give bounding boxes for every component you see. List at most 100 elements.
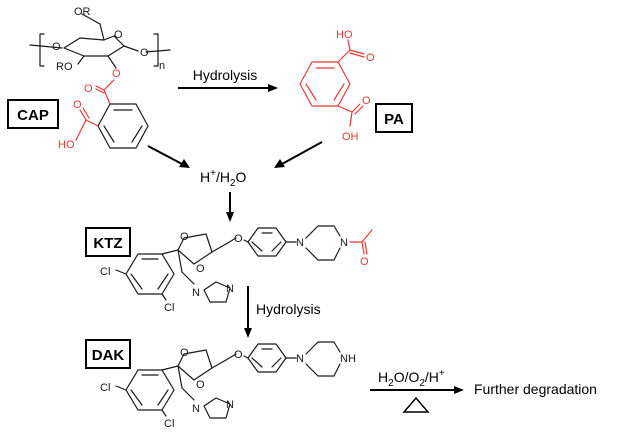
pa-hydroxyl-top: HO (336, 29, 353, 41)
ktz-ether-bond (225, 237, 237, 245)
arrow-head-final (454, 386, 464, 394)
ktz-cl2-bond (161, 293, 167, 301)
ktz-phen-double-3 (251, 241, 263, 252)
dak-chlorine-2: Cl (164, 418, 174, 430)
dak-dcp-double-2 (157, 389, 169, 406)
arrow-head-to-ktz (226, 212, 234, 222)
dak-piperazine-nh: NH (340, 353, 356, 365)
dak-box (85, 339, 131, 369)
cooh-bond (85, 119, 99, 127)
ktz-ch2-bond (211, 243, 227, 253)
dak-phen-double-2 (271, 357, 282, 368)
arrow-to-ktz (226, 192, 234, 222)
ktz-cl1-bond (115, 269, 127, 275)
heat-symbol-text: Δ (0, 0, 1, 1)
dak-ether-oxygen: O (234, 349, 243, 361)
converging-arrows (147, 141, 323, 168)
c3-bond (77, 55, 85, 65)
further-degradation-label: Further degradation (474, 381, 597, 397)
ktz-phen-double-2 (271, 241, 282, 252)
cap-structure: n O O O OR RO O O O HO (29, 6, 171, 151)
repeat-unit-n: n (159, 60, 165, 72)
dak-ch2-bond (211, 359, 227, 369)
arrow-pa-to-acid (281, 141, 323, 165)
ktz-im-ch2 (177, 249, 183, 273)
ktz-structure: Cl Cl O O O N N O N N (100, 225, 373, 314)
c6-bond (99, 23, 105, 41)
ester-oxygen: O (112, 68, 121, 80)
pa-cooh2-co (351, 103, 361, 113)
ktz-piperazine-ring (305, 225, 341, 261)
dak-imidazole-n1: N (192, 403, 200, 415)
ktz-label-box: KTZ (85, 227, 131, 257)
dak-im-ch2 (177, 365, 183, 389)
glycosidic-oxygen-right: O (140, 47, 149, 59)
ktz-dcp-double-3 (130, 273, 143, 290)
arrow-head-top (268, 84, 278, 92)
ktz-acetyl-oxygen: O (360, 256, 369, 268)
arrow-head-middle (244, 328, 252, 338)
c2-bond (107, 55, 117, 69)
cap-box (7, 99, 59, 129)
pa-oxygen-bottom: O (362, 95, 371, 107)
phthalate-link (103, 89, 111, 105)
cooh-hydroxyl: HO (58, 139, 75, 151)
chain-bond-left (29, 44, 63, 49)
dak-dcp-double-3 (130, 389, 143, 406)
dak-dichlorophenyl-ring (125, 369, 175, 411)
hydrolysis-arrow-top: Hydrolysis (178, 67, 278, 92)
dak-label-box: DAK (85, 339, 131, 369)
ktz-im-link (181, 271, 195, 285)
cap-label-box: CAP (7, 99, 59, 129)
carbonyl-bond-1 (95, 85, 105, 91)
pa-oxygen-top: O (366, 52, 375, 64)
pa-cooh1-co-2 (349, 52, 365, 58)
ktz-imidazole-ring (203, 281, 231, 303)
anomeric-bond (123, 45, 139, 52)
ktz-dioxolane-oxygen-2: O (196, 263, 205, 275)
cap-benzene-double-2 (131, 125, 143, 143)
dak-imidazole-n2: N (226, 399, 234, 411)
ktz-dcp-double-2 (157, 273, 169, 290)
dak-ether-to-phen (243, 355, 249, 359)
pa-box (375, 103, 413, 133)
hydrolysis-label-middle: Hydrolysis (256, 301, 321, 317)
or-substituent: OR (74, 6, 91, 18)
carbonyl-oxygen: O (84, 83, 93, 95)
heat-triangle-icon (402, 396, 430, 413)
dak-dioxolane-oxygen-1: O (180, 347, 189, 359)
ktz-chlorine-2: Cl (164, 302, 174, 314)
pa-cooh1-bond (337, 49, 351, 63)
dak-structure: Cl Cl O O O N NH N N (100, 341, 356, 430)
pa-double-3 (305, 83, 317, 101)
dak-piperazine-n1: N (296, 353, 304, 365)
dak-dioxolane-oxygen-2: O (196, 379, 205, 391)
dak-phen-double-3 (251, 357, 263, 368)
hydrolysis-label-top: Hydrolysis (193, 67, 258, 83)
glycosidic-oxygen-left: O (52, 41, 61, 53)
ktz-dioxolane-oxygen-1: O (180, 231, 189, 243)
ktz-dioxolane-ring (177, 233, 213, 265)
c6-or-bond (81, 13, 101, 25)
pa-cooh2-co-2 (354, 105, 364, 115)
ktz-piperazine-n2: N (340, 237, 348, 249)
ktz-acetyl-methyl (361, 229, 373, 243)
dak-label: DAK (92, 347, 125, 364)
ktz-acetyl-co (361, 241, 365, 255)
dak-ketal-bond (161, 365, 179, 371)
cooh-oh-bond (75, 119, 87, 141)
pyranose-ring (63, 35, 125, 57)
pa-structure: HO O O OH (299, 29, 375, 143)
ester-bond (103, 79, 115, 91)
arrow-head-pa-to-acid (274, 159, 285, 168)
cooh-carbonyl (79, 109, 87, 121)
dak-im-link (181, 387, 195, 401)
pa-label: PA (384, 111, 404, 128)
cooh-carbonyl-2 (82, 107, 90, 119)
dak-cl2-bond (161, 409, 167, 417)
hydrolysis-arrow-middle: Hydrolysis (244, 286, 321, 338)
polymer-bracket-right (153, 33, 159, 67)
ktz-acetyl-co-2 (364, 241, 368, 255)
